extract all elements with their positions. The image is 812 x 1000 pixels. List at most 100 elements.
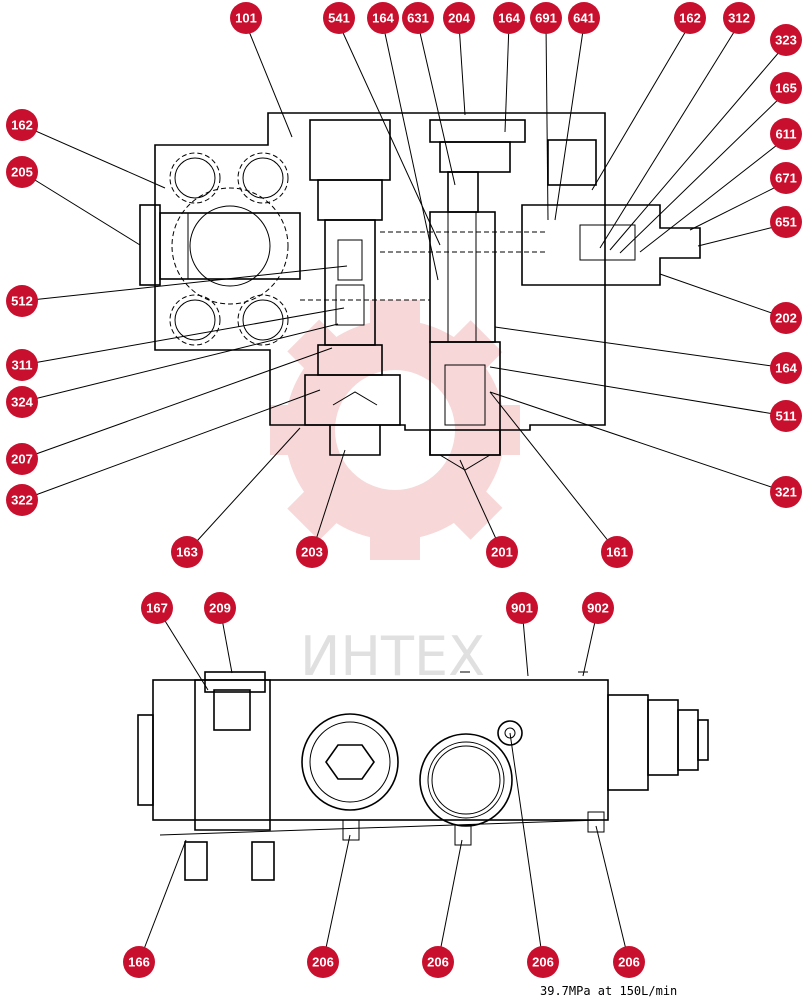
svg-text:207: 207 bbox=[11, 452, 33, 467]
bolt-166 bbox=[184, 841, 208, 881]
callout-323: 323 bbox=[770, 24, 802, 56]
svg-text:611: 611 bbox=[776, 127, 797, 142]
svg-text:167: 167 bbox=[146, 601, 168, 616]
svg-text:321: 321 bbox=[775, 485, 797, 500]
callout-206: 206 bbox=[613, 946, 645, 978]
callout-162: 162 bbox=[6, 109, 38, 141]
callout-206: 206 bbox=[422, 946, 454, 978]
svg-text:511: 511 bbox=[776, 409, 797, 424]
svg-text:206: 206 bbox=[312, 955, 334, 970]
callout-322: 322 bbox=[6, 484, 38, 516]
bolt-hole bbox=[242, 299, 284, 341]
callouts: 101 541 164 631 204 164 691 641 162 312 … bbox=[6, 2, 802, 978]
bolt-hole bbox=[242, 157, 284, 199]
svg-text:631: 631 bbox=[407, 11, 429, 26]
threaded-port bbox=[419, 733, 513, 827]
callout-511: 511 bbox=[770, 400, 802, 432]
callout-631: 631 bbox=[402, 2, 434, 34]
callout-206: 206 bbox=[307, 946, 339, 978]
callout-311: 311 bbox=[6, 349, 38, 381]
callout-165: 165 bbox=[770, 72, 802, 104]
svg-text:163: 163 bbox=[176, 545, 198, 560]
plug-205 bbox=[139, 204, 161, 286]
svg-text:203: 203 bbox=[301, 545, 323, 560]
callout-101: 101 bbox=[230, 2, 262, 34]
svg-text:901: 901 bbox=[511, 601, 533, 616]
watermark-gear-hole bbox=[335, 370, 455, 490]
svg-text:651: 651 bbox=[775, 215, 797, 230]
callout-167: 167 bbox=[141, 592, 173, 624]
svg-text:209: 209 bbox=[209, 601, 231, 616]
plug-203 bbox=[329, 425, 381, 456]
svg-text:671: 671 bbox=[775, 171, 797, 186]
cartridge-cap bbox=[309, 119, 391, 181]
svg-text:206: 206 bbox=[532, 955, 554, 970]
callout-205: 205 bbox=[6, 156, 38, 188]
callout-541: 541 bbox=[323, 2, 355, 34]
svg-text:691: 691 bbox=[535, 11, 557, 26]
callout-512: 512 bbox=[6, 285, 38, 317]
svg-text:166: 166 bbox=[128, 955, 150, 970]
callout-641: 641 bbox=[568, 2, 600, 34]
callout-207: 207 bbox=[6, 443, 38, 475]
watermark: ИНТЕХ bbox=[270, 300, 520, 688]
spec-caption: 39.7MPa at 150L/min bbox=[540, 984, 677, 998]
callout-611: 611 bbox=[770, 118, 802, 150]
hex-nut bbox=[325, 744, 375, 780]
svg-text:641: 641 bbox=[573, 11, 595, 26]
callout-164: 164 bbox=[493, 2, 525, 34]
side-view bbox=[137, 671, 709, 881]
callout-161: 161 bbox=[601, 536, 633, 568]
svg-text:311: 311 bbox=[12, 358, 33, 373]
relief-cartridge bbox=[521, 204, 701, 286]
svg-text:202: 202 bbox=[775, 311, 797, 326]
bolt-hole bbox=[174, 157, 216, 199]
watermark-text: ИНТЕХ bbox=[300, 625, 485, 688]
plug-209-block bbox=[194, 679, 271, 831]
bolt-hole bbox=[174, 299, 216, 341]
svg-text:206: 206 bbox=[427, 955, 449, 970]
callout-321: 321 bbox=[770, 476, 802, 508]
callout-324: 324 bbox=[6, 386, 38, 418]
svg-text:205: 205 bbox=[11, 165, 33, 180]
svg-text:312: 312 bbox=[728, 11, 750, 26]
svg-text:162: 162 bbox=[11, 118, 33, 133]
callout-902: 902 bbox=[582, 592, 614, 624]
callout-164: 164 bbox=[770, 352, 802, 384]
callout-163: 163 bbox=[171, 536, 203, 568]
callout-691: 691 bbox=[530, 2, 562, 34]
svg-text:323: 323 bbox=[775, 33, 797, 48]
callout-162: 162 bbox=[674, 2, 706, 34]
svg-text:512: 512 bbox=[11, 294, 33, 309]
svg-text:902: 902 bbox=[587, 601, 609, 616]
sectional-view bbox=[139, 112, 701, 471]
svg-text:322: 322 bbox=[11, 493, 33, 508]
svg-text:541: 541 bbox=[328, 11, 350, 26]
callout-202: 202 bbox=[770, 302, 802, 334]
svg-text:164: 164 bbox=[372, 11, 394, 26]
callout-651: 651 bbox=[770, 206, 802, 238]
svg-text:164: 164 bbox=[498, 11, 520, 26]
callout-201: 201 bbox=[486, 536, 518, 568]
port-bore bbox=[159, 212, 301, 280]
callout-203: 203 bbox=[296, 536, 328, 568]
callout-204: 204 bbox=[443, 2, 475, 34]
gauge-port bbox=[497, 720, 523, 746]
svg-text:206: 206 bbox=[618, 955, 640, 970]
callout-164: 164 bbox=[367, 2, 399, 34]
callout-671: 671 bbox=[770, 162, 802, 194]
svg-text:204: 204 bbox=[448, 11, 470, 26]
callout-166: 166 bbox=[123, 946, 155, 978]
svg-text:164: 164 bbox=[775, 361, 797, 376]
leader-lines bbox=[21, 23, 787, 963]
svg-text:161: 161 bbox=[606, 545, 628, 560]
callout-209: 209 bbox=[204, 592, 236, 624]
svg-text:165: 165 bbox=[775, 81, 797, 96]
hex-plug bbox=[301, 713, 399, 811]
callout-312: 312 bbox=[723, 2, 755, 34]
callout-901: 901 bbox=[506, 592, 538, 624]
svg-text:324: 324 bbox=[11, 395, 33, 410]
main-port bbox=[189, 205, 271, 287]
svg-text:162: 162 bbox=[679, 11, 701, 26]
